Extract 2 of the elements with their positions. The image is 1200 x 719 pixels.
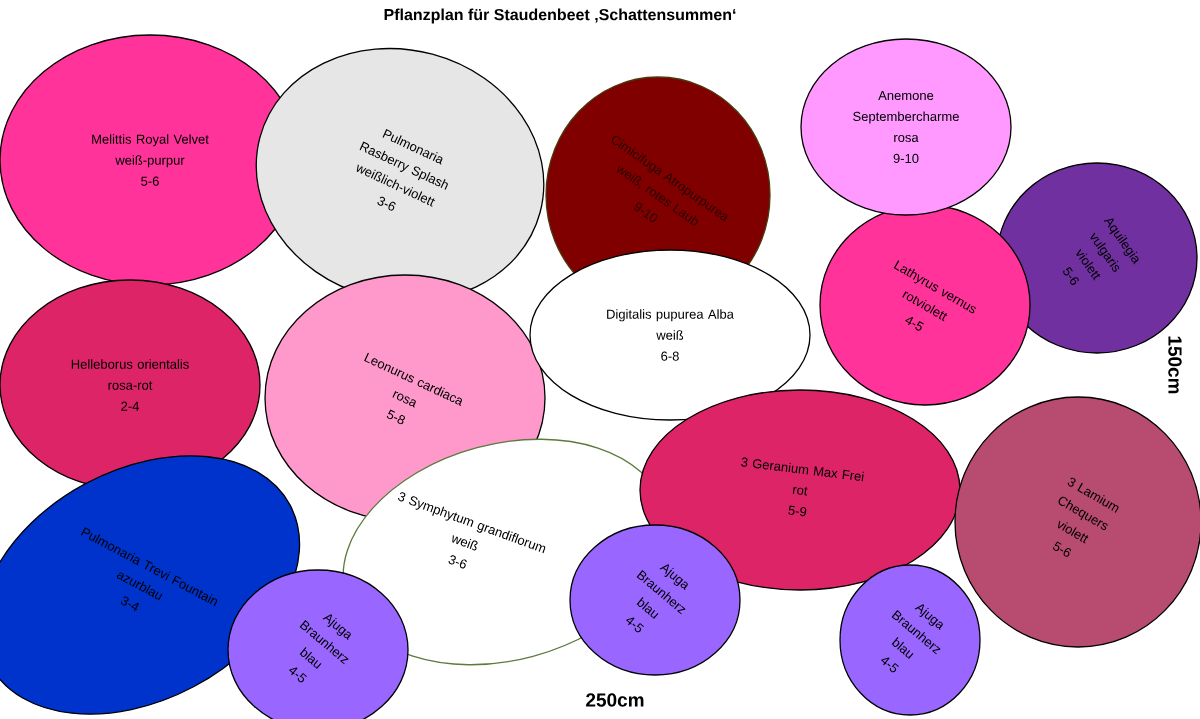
dimension-label: 250cm: [586, 693, 644, 707]
title: Pflanzplan für Staudenbeet ‚Schattensummen‘: [384, 8, 736, 24]
